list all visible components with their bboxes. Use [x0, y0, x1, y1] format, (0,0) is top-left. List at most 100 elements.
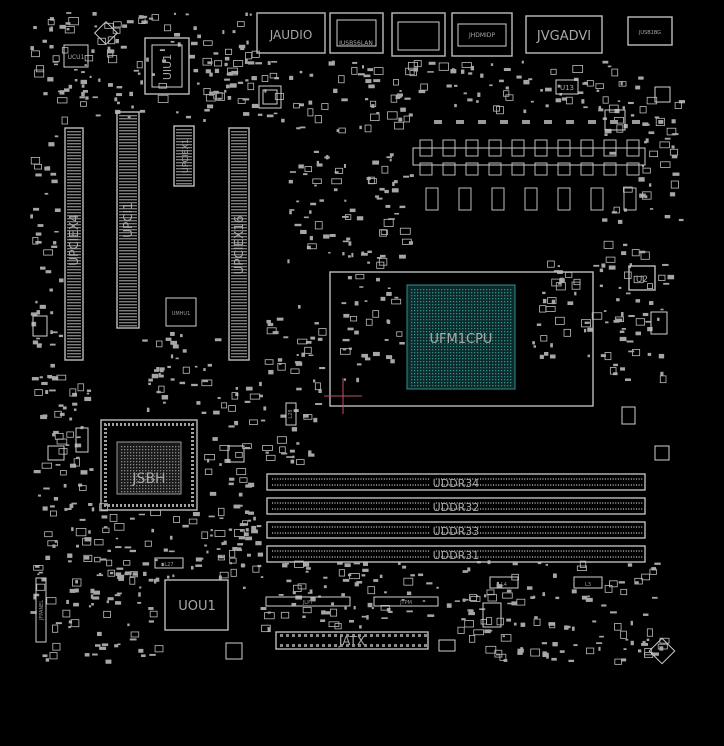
cpu-pad — [477, 313, 479, 315]
pcie-x4-slot[interactable] — [64, 127, 84, 361]
passive-outline — [68, 17, 79, 26]
cpu-socket-outline[interactable] — [329, 271, 594, 407]
u13-chip[interactable] — [555, 79, 579, 95]
passive-pad — [359, 625, 362, 629]
usb-lan-connector[interactable] — [329, 12, 384, 54]
cpu-pad — [504, 361, 506, 363]
passive-pad — [344, 199, 347, 202]
usb-connector[interactable] — [391, 12, 446, 57]
ddr-pin — [500, 484, 502, 486]
southbridge-package[interactable] — [100, 419, 198, 511]
ddr-pin — [331, 526, 333, 528]
usb-right-connector[interactable] — [627, 16, 673, 46]
cpu-pad — [486, 346, 488, 348]
sb-pad — [160, 464, 162, 466]
cpu-pad — [411, 334, 413, 336]
jtpm-header[interactable] — [373, 596, 439, 607]
cpu-pad — [486, 343, 488, 345]
cpu-pad — [441, 379, 443, 381]
cpu-pad — [432, 292, 434, 294]
cpu-pad — [465, 376, 467, 378]
vga-dvi-connector[interactable] — [525, 15, 603, 54]
ddr-pin — [342, 478, 344, 480]
sb-pad — [145, 458, 147, 460]
ddr-pin — [303, 478, 305, 480]
passive-outline — [265, 454, 276, 461]
ddr-pin — [630, 526, 632, 528]
pcie-x16-slot[interactable] — [228, 127, 250, 361]
ddr-pin — [363, 502, 365, 504]
vrm-strip[interactable] — [412, 147, 646, 166]
cpu-pad — [435, 322, 437, 324]
passive-pad — [344, 563, 351, 568]
passive-pad — [246, 40, 249, 45]
passive-outline — [464, 620, 474, 628]
cpu-pad — [468, 343, 470, 345]
hdmi-dp-connector[interactable] — [451, 12, 513, 57]
audio-connector[interactable] — [256, 12, 326, 54]
ucu1-chip[interactable] — [63, 44, 89, 68]
cpu-pad — [453, 331, 455, 333]
passive-pad — [255, 541, 262, 546]
ddr-pin — [298, 526, 300, 528]
ddr-pin — [282, 532, 284, 534]
cpu-pad — [438, 367, 440, 369]
jlpt-label: JLPT — [302, 600, 314, 606]
passive-pad — [194, 365, 198, 368]
sb-edge-pad — [104, 464, 107, 466]
cpu-pad — [456, 364, 458, 366]
passive-pad — [406, 610, 413, 613]
ddr-pin — [464, 508, 466, 510]
ddr-pin — [274, 532, 276, 534]
ddr-pin — [511, 484, 513, 486]
atx-pin — [340, 644, 343, 647]
top-ic[interactable] — [258, 85, 282, 109]
passive-pad — [131, 105, 134, 109]
passive-pad — [55, 622, 62, 625]
sb-pad — [172, 452, 174, 454]
pci1-slot[interactable] — [116, 111, 140, 329]
cpu-pad — [414, 358, 416, 360]
uiu1-chip[interactable] — [144, 37, 190, 95]
ddr33-slot[interactable] — [266, 521, 646, 539]
sb-pad — [178, 482, 180, 484]
cpu-pad — [411, 364, 413, 366]
u2-chip[interactable] — [628, 265, 656, 291]
sb-pad — [166, 482, 168, 484]
ddr-pin — [274, 484, 276, 486]
umh-chip[interactable] — [165, 297, 197, 327]
sb-edge-pad — [124, 423, 126, 426]
ddr31-slot[interactable] — [266, 545, 646, 563]
cpu-pad — [456, 322, 458, 324]
jfpanel-header[interactable] — [35, 577, 47, 643]
uou1-chip[interactable] — [164, 579, 229, 631]
passive-pad — [592, 620, 597, 623]
ddr32-slot[interactable] — [266, 497, 646, 515]
cpu-pad — [453, 310, 455, 312]
passive-pad — [603, 310, 607, 312]
sb-pad — [139, 470, 141, 472]
cpu-pad — [426, 319, 428, 321]
cpu-pad — [459, 298, 461, 300]
top-ic-core — [262, 89, 278, 105]
cpu-pad — [438, 382, 440, 384]
cpu-pad — [432, 319, 434, 321]
cpu-pad — [438, 385, 440, 387]
pcie-x1-slot[interactable] — [173, 125, 195, 187]
passive-pad — [309, 210, 312, 214]
passive-pad — [536, 323, 542, 326]
ddr-pin — [402, 484, 404, 486]
passive-pad — [303, 562, 310, 567]
passive-pad — [555, 98, 562, 103]
ddr-pin — [552, 526, 554, 528]
ddr-pin — [402, 550, 404, 552]
ddr-pin — [420, 484, 422, 486]
atx-connector[interactable] — [275, 631, 429, 650]
l27-inductor — [154, 557, 184, 569]
cpu-pad — [435, 334, 437, 336]
jlpt-header[interactable] — [265, 596, 351, 607]
ddr34-slot[interactable] — [266, 473, 646, 491]
passive-pad — [642, 312, 649, 317]
cpu-pad — [411, 370, 413, 372]
ddr-pin — [422, 502, 424, 504]
